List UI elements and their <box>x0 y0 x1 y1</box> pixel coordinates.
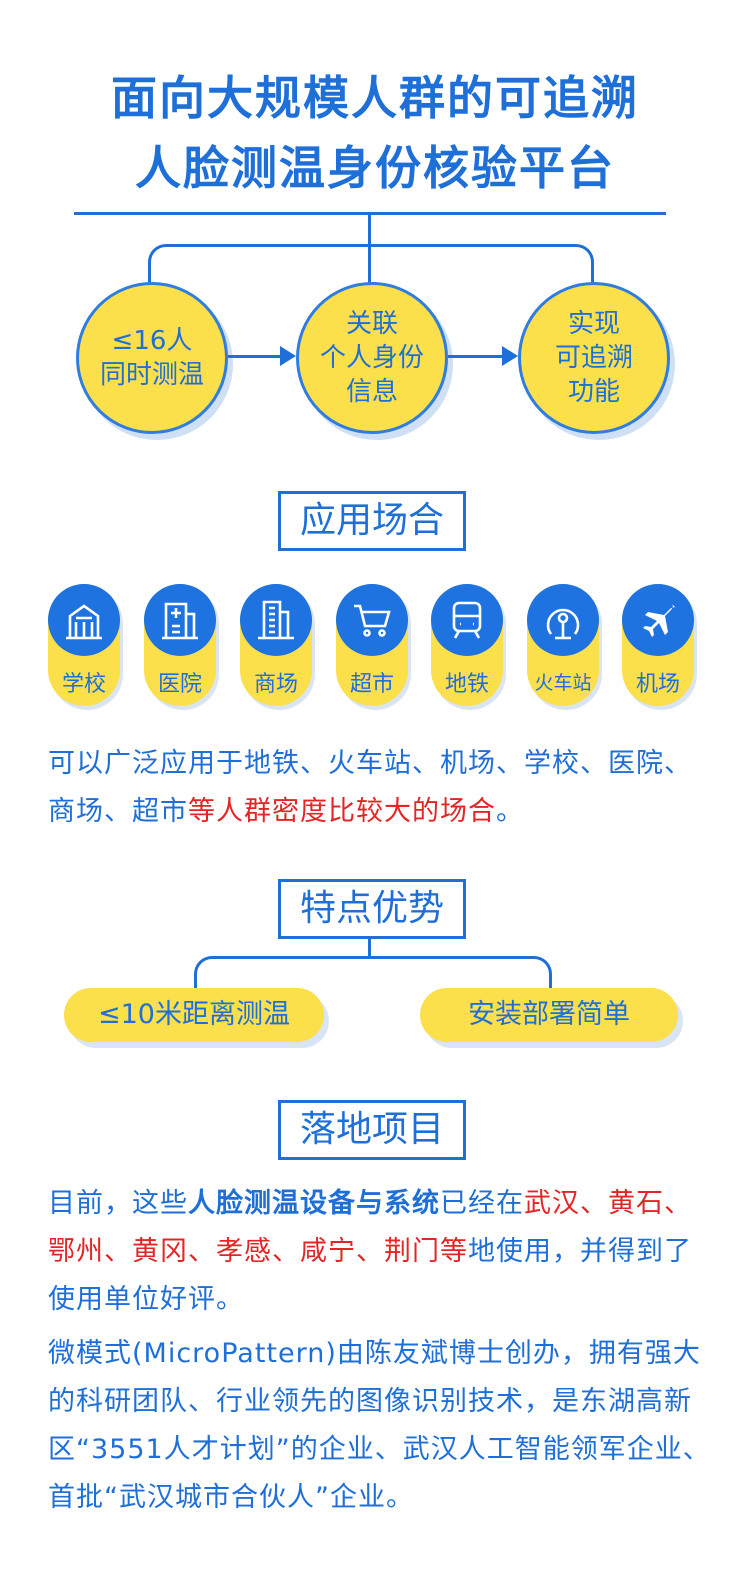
feature-install: 安装部署简单 <box>420 988 678 1042</box>
title-line-1: 面向大规模人群的可追溯 <box>111 71 639 125</box>
cart-icon <box>336 584 408 656</box>
scene-hospital: 医院 <box>144 584 216 706</box>
step-circle-1: ≤16人同时测温 <box>76 282 228 434</box>
section-title-projects: 落地项目 <box>278 1100 466 1160</box>
section-title-scenes: 应用场合 <box>278 491 466 551</box>
features-connector <box>368 936 371 956</box>
train-station-icon <box>527 584 599 656</box>
hospital-icon <box>144 584 216 656</box>
projects-paragraph-1: 目前，这些人脸测温设备与系统已经在武汉、黄石、鄂州、黄冈、孝感、咸宁、荆门等地使… <box>48 1188 692 1315</box>
feature-distance: ≤10米距离测温 <box>64 988 324 1042</box>
school-icon <box>48 584 120 656</box>
arrow-icon <box>448 346 518 366</box>
features-branch <box>194 956 552 989</box>
branch-connector <box>148 244 594 287</box>
scene-subway: 地铁 <box>431 584 503 706</box>
mall-icon <box>240 584 312 656</box>
scene-supermarket: 超市 <box>336 584 408 706</box>
scene-airport: 机场 <box>622 584 694 706</box>
subway-icon <box>431 584 503 656</box>
scene-mall: 商场 <box>240 584 312 706</box>
step-circle-3: 实现可追溯功能 <box>518 282 670 434</box>
section-title-features: 特点优势 <box>278 879 466 939</box>
step-circle-2: 关联个人身份信息 <box>296 282 448 434</box>
scene-description: 可以广泛应用于地铁、火车站、机场、学校、医院、商场、超市等人群密度比较大的场合。 <box>48 748 692 827</box>
airplane-icon <box>622 584 694 656</box>
scene-school: 学校 <box>48 584 120 706</box>
scene-train-station: 火车站 <box>527 584 599 706</box>
projects-paragraph-2: 微模式(MicroPattern)由陈友斌博士创办，拥有强大的科研团队、行业领先… <box>48 1338 711 1513</box>
center-connector <box>368 212 371 290</box>
title-line-2: 人脸测温身份核验平台 <box>135 141 615 195</box>
arrow-icon <box>228 346 296 366</box>
